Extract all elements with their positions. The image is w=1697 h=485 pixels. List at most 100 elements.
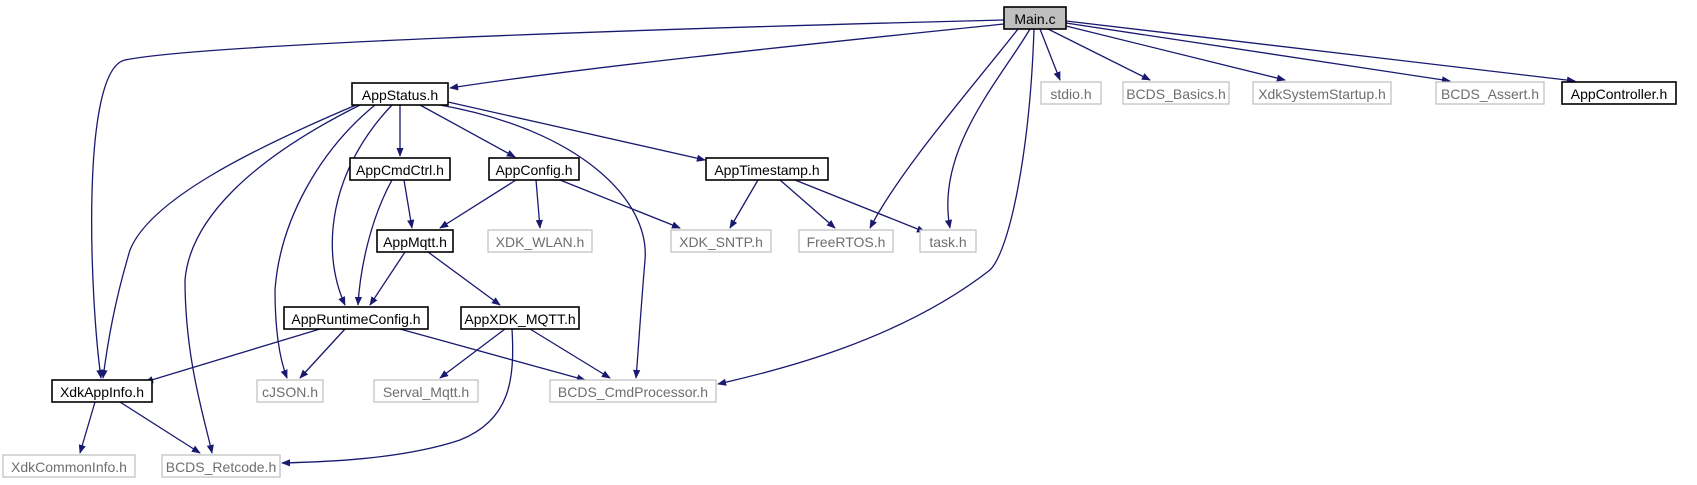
- node-box: [798, 229, 894, 253]
- edge-main-c-to-stdio-h: [1039, 28, 1061, 81]
- node-label: AppMqtt.h: [383, 234, 447, 250]
- node-box: [373, 379, 479, 403]
- node-main-c[interactable]: Main.c: [1003, 6, 1067, 30]
- node-box: [161, 454, 281, 478]
- node-label: AppTimestamp.h: [714, 162, 819, 178]
- node-box: [349, 157, 451, 181]
- edge-xdkappinfo-h-to-xdkcommoninfo-h: [78, 401, 96, 454]
- node-appxdk-mqtt-h[interactable]: AppXDK_MQTT.h: [460, 306, 580, 330]
- node-label: AppStatus.h: [362, 87, 438, 103]
- node-appcmdctrl-h[interactable]: AppCmdCtrl.h: [349, 157, 451, 181]
- node-box: [1122, 81, 1230, 105]
- node-appcontroller-h[interactable]: AppController.h: [1561, 81, 1677, 105]
- node-box: [670, 229, 772, 253]
- node-label: stdio.h: [1050, 86, 1091, 102]
- edges-layer: [78, 19, 1576, 467]
- edge-main-c-to-bcds-assert-h: [1065, 22, 1451, 84]
- edge-apptimestamp-h-to-freertos-h: [779, 179, 836, 229]
- edge-main-c-to-bcds-basics-h: [1047, 28, 1151, 81]
- node-bcds-basics-h: BCDS_Basics.h: [1122, 81, 1230, 105]
- node-apptimestamp-h[interactable]: AppTimestamp.h: [705, 157, 829, 181]
- node-appmqtt-h[interactable]: AppMqtt.h: [376, 229, 454, 253]
- node-box: [51, 379, 153, 403]
- node-serval-mqtt-h: Serval_Mqtt.h: [373, 379, 479, 403]
- node-box: [351, 82, 449, 106]
- edge-apptimestamp-h-to-task-h: [794, 179, 926, 233]
- node-box: [919, 229, 977, 253]
- node-xdkappinfo-h[interactable]: XdkAppInfo.h: [51, 379, 153, 403]
- node-freertos-h: FreeRTOS.h: [798, 229, 894, 253]
- node-appruntimeconfig-h[interactable]: AppRuntimeConfig.h: [283, 306, 429, 330]
- edge-appstatus-h-to-apptimestamp-h: [447, 101, 706, 162]
- node-label: BCDS_Assert.h: [1441, 86, 1539, 102]
- node-xdksystemstartup-h: XdkSystemStartup.h: [1252, 81, 1392, 105]
- node-label: FreeRTOS.h: [807, 234, 886, 250]
- node-task-h: task.h: [919, 229, 977, 253]
- node-bcds-cmdprocessor-h: BCDS_CmdProcessor.h: [549, 379, 717, 403]
- node-label: BCDS_CmdProcessor.h: [558, 384, 708, 400]
- node-box: [283, 306, 429, 330]
- node-box: [1252, 81, 1392, 105]
- node-appstatus-h[interactable]: AppStatus.h: [351, 82, 449, 106]
- node-appconfig-h[interactable]: AppConfig.h: [488, 157, 580, 181]
- node-xdk-wlan-h: XDK_WLAN.h: [487, 229, 593, 253]
- node-box: [460, 306, 580, 330]
- node-bcds-assert-h: BCDS_Assert.h: [1435, 81, 1545, 105]
- node-box: [1003, 6, 1067, 30]
- edge-apptimestamp-h-to-xdk-sntp-h: [729, 179, 759, 229]
- node-box: [256, 379, 324, 403]
- edge-appxdk-mqtt-h-to-bcds-cmdprocessor-h: [529, 328, 611, 379]
- node-label: AppController.h: [1571, 86, 1668, 102]
- edge-main-c-to-freertos-h: [869, 28, 1019, 229]
- node-xdkcommoninfo-h: XdkCommonInfo.h: [2, 454, 136, 478]
- edge-appstatus-h-to-cjson-h: [274, 104, 376, 379]
- edge-appmqtt-h-to-appruntimeconfig-h: [369, 251, 406, 306]
- node-label: XDK_WLAN.h: [496, 234, 585, 250]
- edge-appxdk-mqtt-h-to-bcds-retcode-h: [281, 328, 514, 467]
- node-label: XdkAppInfo.h: [60, 384, 144, 400]
- node-label: AppRuntimeConfig.h: [291, 311, 420, 327]
- node-box: [705, 157, 829, 181]
- node-stdio-h: stdio.h: [1040, 81, 1102, 105]
- edge-main-c-to-task-h: [944, 28, 1031, 229]
- node-box: [2, 454, 136, 478]
- node-label: Main.c: [1014, 11, 1055, 27]
- edge-appstatus-h-to-xdkappinfo-h: [100, 104, 357, 379]
- edge-appstatus-h-to-bcds-retcode-h: [184, 104, 361, 454]
- node-label: XDK_SNTP.h: [679, 234, 763, 250]
- edge-appruntimeconfig-h-to-bcds-cmdprocessor-h: [399, 328, 586, 382]
- edge-appstatus-h-to-appconfig-h: [419, 104, 516, 158]
- node-box: [1435, 81, 1545, 105]
- node-label: cJSON.h: [262, 384, 318, 400]
- node-label: AppCmdCtrl.h: [356, 162, 444, 178]
- node-label: XdkSystemStartup.h: [1258, 86, 1386, 102]
- edge-appstatus-h-to-bcds-cmdprocessor-h: [439, 104, 646, 379]
- edge-appconfig-h-to-xdk-sntp-h: [559, 179, 681, 229]
- edge-appconfig-h-to-appmqtt-h: [439, 179, 517, 229]
- edge-appxdk-mqtt-h-to-serval-mqtt-h: [439, 328, 506, 379]
- node-xdk-sntp-h: XDK_SNTP.h: [670, 229, 772, 253]
- node-box: [1561, 81, 1677, 105]
- node-label: XdkCommonInfo.h: [11, 459, 127, 475]
- edge-appruntimeconfig-h-to-xdkappinfo-h: [144, 328, 321, 384]
- edge-main-c-to-xdkappinfo-h: [91, 19, 1005, 379]
- node-box: [549, 379, 717, 403]
- node-box: [1040, 81, 1102, 105]
- node-label: task.h: [929, 234, 966, 250]
- node-box: [376, 229, 454, 253]
- edge-main-c-to-appstatus-h: [449, 23, 1005, 91]
- edge-main-c-to-appcontroller-h: [1065, 20, 1576, 84]
- edge-appstatus-h-to-appruntimeconfig-h: [331, 104, 393, 306]
- node-cjson-h: cJSON.h: [256, 379, 324, 403]
- node-label: Serval_Mqtt.h: [383, 384, 469, 400]
- node-label: AppXDK_MQTT.h: [464, 311, 575, 327]
- node-box: [488, 157, 580, 181]
- node-label: AppConfig.h: [495, 162, 572, 178]
- node-label: BCDS_Retcode.h: [166, 459, 277, 475]
- node-bcds-retcode-h: BCDS_Retcode.h: [161, 454, 281, 478]
- edge-appcmdctrl-h-to-appruntimeconfig-h: [354, 179, 393, 306]
- node-label: BCDS_Basics.h: [1126, 86, 1226, 102]
- edge-main-c-to-xdksystemstartup-h: [1065, 25, 1286, 82]
